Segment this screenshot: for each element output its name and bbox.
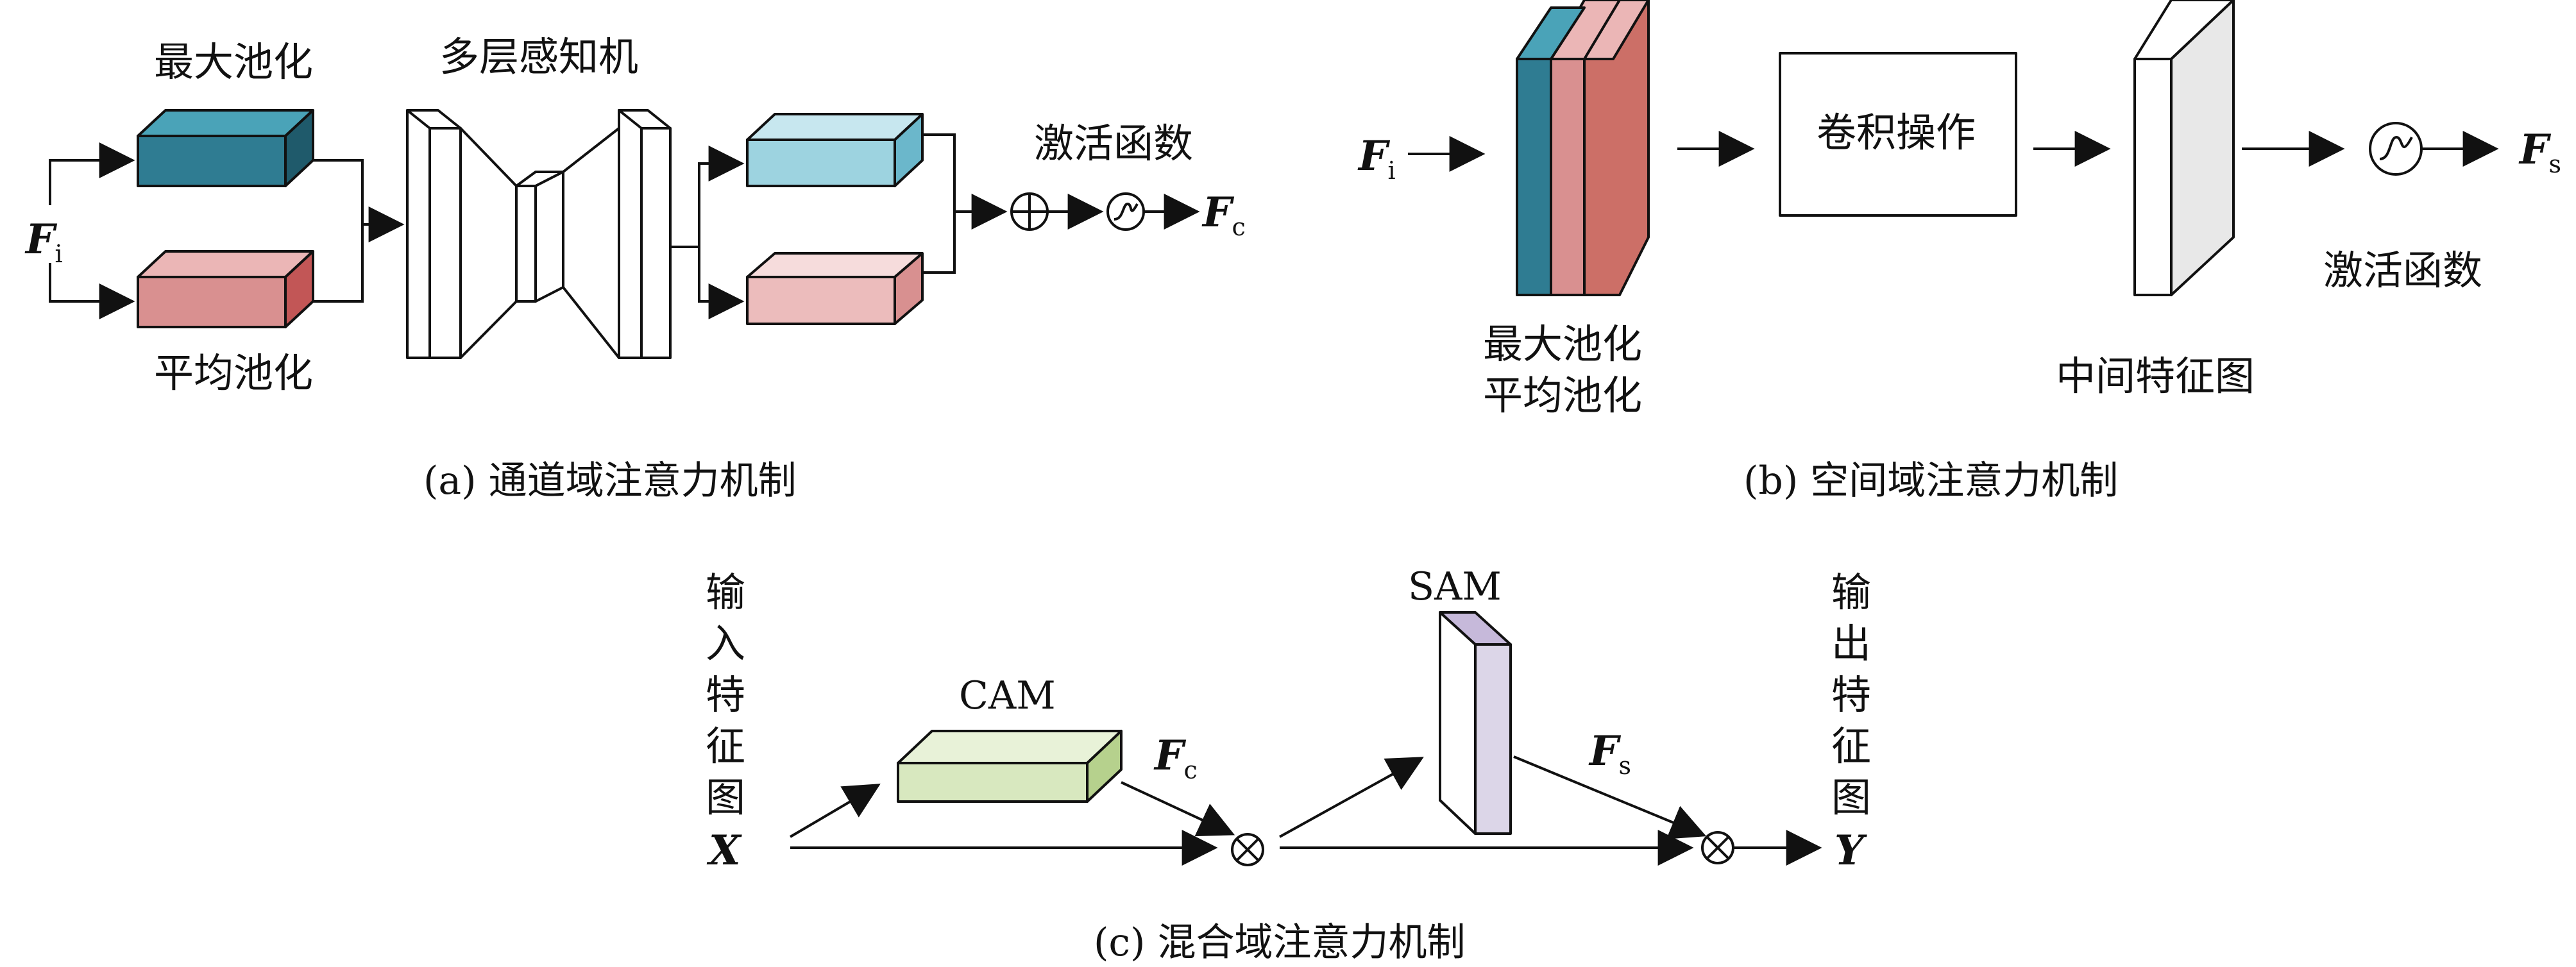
max-pool-label: 最大池化: [154, 38, 313, 85]
teal-slab-top: [1516, 6, 1586, 60]
mlp-encoder-funnel: [459, 127, 518, 359]
panel-c-mult-to-sam-arrow: [1279, 757, 1424, 838]
mlp-avg-output-block: [746, 252, 924, 325]
mlp-output-layer-side: [640, 127, 672, 359]
pink-slab-front: [1550, 58, 1586, 296]
panel-b-caption: (b) 空间域注意力机制: [1743, 458, 2118, 503]
intermediate-feature-map: [2133, 0, 2235, 296]
avg-pool-top-face: [137, 250, 314, 278]
mlp-avg-output-top: [746, 252, 924, 278]
mlp-max-output-block: [746, 113, 924, 187]
panel-b-spatial-attention: Fi 最大池化 平均池化 卷积操作 中间特征图: [1357, 0, 2561, 503]
mlp-input-layer-front: [406, 109, 431, 359]
max-pool-front-face: [137, 135, 287, 187]
mlp-bottleneck-side: [534, 171, 564, 303]
sam-block: [1439, 611, 1512, 835]
max-pool-block: [137, 109, 314, 187]
panel-a-output-label: Fc: [1201, 189, 1246, 241]
conv-operation-box: [1779, 52, 2017, 217]
panel-a-merge-line-lower: [313, 224, 364, 303]
panel-b-pool-label-1: 最大池化: [1483, 321, 1642, 367]
multiply-icon: [1701, 831, 1734, 864]
sam-label: SAM: [1408, 564, 1502, 609]
panel-c-output-char: 输: [1831, 569, 1871, 616]
panel-a-sum-merge-line: [922, 133, 956, 212]
intermediate-map-top: [2133, 0, 2235, 60]
panel-a-input-branch-line-lower: [49, 263, 135, 319]
intermediate-map-side: [2170, 0, 2235, 296]
sum-icon: [1010, 192, 1049, 231]
mlp-avg-output-front: [746, 276, 896, 325]
panel-c-output-char: 图: [1831, 774, 1871, 821]
cam-front-face: [897, 762, 1089, 803]
panel-c-x-to-cam-arrow: [789, 784, 881, 838]
sam-side-face: [1474, 643, 1512, 835]
panel-a-mlp-out-line-lower: [698, 247, 745, 319]
panel-c-cam-to-mult-arrow: [1121, 781, 1235, 837]
panel-a-input-label: Fi: [24, 215, 63, 268]
intermediate-map-front: [2133, 58, 2173, 296]
mlp-output-layer-front: [618, 109, 643, 359]
mlp-max-output-top: [746, 113, 924, 141]
mlp-decoder-funnel: [562, 127, 620, 359]
panel-c-fs-label: Fs: [1588, 727, 1631, 780]
panel-c-output-char: 征: [1831, 723, 1871, 769]
panel-c-output-symbol: Y: [1835, 827, 1867, 875]
mlp-label: 多层感知机: [439, 33, 638, 80]
avg-pool-label: 平均池化: [154, 349, 313, 396]
sigmoid-icon: [2369, 122, 2423, 176]
panel-c-input-char: 图: [706, 774, 745, 821]
panel-a-mlp-out-line: [670, 146, 745, 248]
activation-label-b: 激活函数: [2323, 247, 2482, 294]
panel-c-input-symbol: X: [706, 827, 742, 875]
panel-c-input-char: 入: [706, 620, 745, 667]
panel-a-channel-attention: Fi 最大池化 平均池化: [24, 33, 1246, 503]
teal-slab-front: [1516, 58, 1552, 296]
sam-left-face: [1439, 611, 1477, 835]
multiply-icon: [1231, 833, 1264, 866]
panel-b-input-label: Fi: [1357, 132, 1396, 185]
panel-b-pool-label-2: 平均池化: [1483, 372, 1642, 419]
panel-a-sum-merge-line-lower: [922, 212, 956, 274]
mlp-block: [406, 109, 672, 359]
cam-top-face: [897, 730, 1123, 764]
panel-a-input-branch-line: [49, 142, 135, 205]
panel-c-output-char: 出: [1831, 620, 1871, 667]
cam-block: [897, 730, 1123, 803]
panel-c-input-char: 特: [706, 671, 745, 718]
panel-c-fc-label: Fc: [1153, 732, 1198, 784]
cam-label: CAM: [959, 673, 1056, 718]
sigmoid-icon: [1106, 192, 1145, 231]
panel-c-input-char: 输: [706, 569, 745, 616]
mlp-input-layer-side: [428, 127, 462, 359]
activation-label-a: 激活函数: [1034, 120, 1193, 167]
panel-c-hybrid-attention: 输 入 特 征 图 X CAM Fc: [706, 564, 1871, 965]
pooled-feature-maps: [1516, 0, 1650, 296]
mlp-bottleneck-front: [515, 185, 537, 303]
panel-a-merge-line: [313, 159, 364, 224]
max-pool-top-face: [137, 109, 314, 137]
panel-a-caption: (a) 通道域注意力机制: [423, 458, 797, 503]
mlp-max-output-front: [746, 139, 896, 187]
panel-c-input-char: 征: [706, 723, 745, 769]
intermediate-map-label: 中间特征图: [2056, 353, 2255, 399]
panel-c-sam-to-mult-arrow: [1513, 755, 1707, 839]
conv-operation-label: 卷积操作: [1817, 109, 1976, 156]
panel-b-output-label: Fs: [2518, 126, 2561, 178]
avg-pool-block: [137, 250, 314, 328]
panel-c-caption: (c) 混合域注意力机制: [1094, 920, 1466, 965]
panel-c-output-char: 特: [1831, 671, 1871, 718]
avg-pool-front-face: [137, 276, 287, 328]
